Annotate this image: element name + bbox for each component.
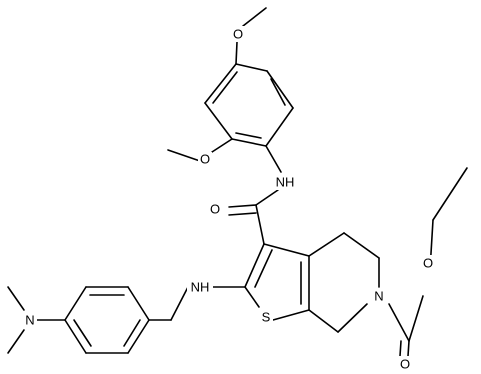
dimethylaminophenyl-ring (64, 286, 150, 354)
amine-nh-atom: NH (191, 280, 210, 295)
dimethylamino-nitrogen-atom: N (25, 313, 34, 328)
benzylamine-linker (148, 286, 246, 321)
oxygen-atom-top-methoxy: O (233, 27, 243, 42)
dimethoxyphenyl-ring (204, 63, 294, 147)
oxygen-atom-left-methoxy: O (200, 152, 210, 167)
amide-carbonyl-oxygen-atom: O (210, 202, 220, 217)
amide-nh-atom: NH (276, 175, 295, 190)
ring-nitrogen-atom: N (374, 289, 383, 304)
thienopyridine-core (244, 232, 380, 333)
carbamate-carbonyl-oxygen-atom: O (400, 357, 410, 372)
dimethylamino-group (7, 286, 66, 354)
thiophene-sulfur-atom: S (262, 310, 271, 325)
methoxy-top (235, 7, 267, 65)
carbamate-ether-oxygen-atom: O (423, 256, 433, 271)
atom-labels: O O NH O NH N S N O O (23, 26, 435, 372)
methoxy-left (167, 138, 233, 162)
amide-group (228, 145, 282, 245)
